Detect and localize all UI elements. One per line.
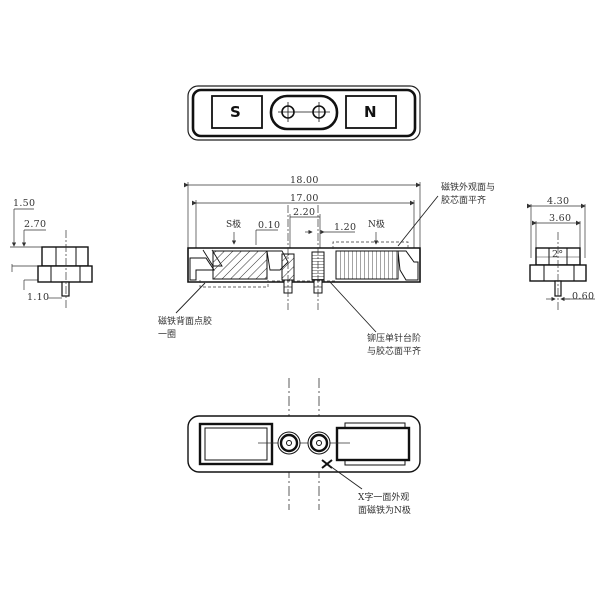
- dim-left-c: 1.10: [27, 292, 50, 303]
- front-section-view: [175, 182, 439, 333]
- right-side-view: [527, 203, 595, 310]
- note-bottom-view-line1: X字一面外观: [358, 493, 410, 503]
- dim-left-a: 1.50: [13, 198, 36, 209]
- dim-pin-offset: 1.20: [334, 222, 357, 233]
- note-top-right-line2: 胶芯面平齐: [441, 196, 487, 206]
- bottom-view: [187, 378, 421, 510]
- dim-overall-length: 18.00: [290, 175, 319, 186]
- n-pole-marker: N极: [368, 220, 385, 230]
- top-view: [187, 85, 421, 141]
- note-bottom-right-line2: 与胶芯面平齐: [367, 347, 422, 357]
- dim-pin-pitch: 2.20: [293, 207, 316, 218]
- note-bottom-left-line1: 磁铁背面点胶: [158, 317, 213, 327]
- dim-right-outer-width: 4.30: [547, 196, 570, 207]
- s-pole-label: S: [230, 103, 241, 121]
- dim-left-b: 2.70: [24, 219, 47, 230]
- note-bottom-right-line1: 铆压单针台阶: [367, 334, 422, 344]
- note-top-right-line1: 磁铁外观面与: [441, 183, 496, 193]
- note-bottom-left-line2: 一圈: [158, 330, 177, 340]
- note-bottom-view-line2: 面磁铁为N极: [358, 506, 411, 516]
- n-pole-label: N: [364, 103, 377, 121]
- left-side-view: [10, 208, 93, 310]
- dim-right-angle: 2°: [552, 249, 564, 260]
- dim-right-inner-width: 3.60: [549, 213, 572, 224]
- s-pole-marker: S极: [226, 220, 242, 230]
- dim-inner-length: 17.00: [290, 193, 319, 204]
- dim-right-pin-dia: 0.60: [572, 291, 595, 302]
- dim-s-offset: 0.10: [258, 220, 281, 231]
